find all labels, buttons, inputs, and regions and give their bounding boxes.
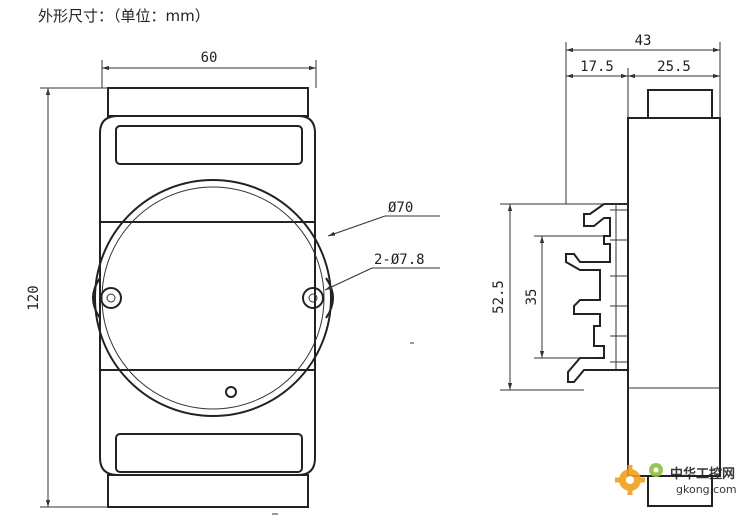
front-dimensions: 60 120 Ø70 2-Ø7.8 [26, 50, 440, 515]
gkong-watermark: 中华工控网 gkong.com [615, 463, 737, 496]
left-mounting-hole [100, 287, 122, 309]
height-dimension-label: 120 [26, 285, 42, 310]
width-dimension-label: 60 [201, 50, 218, 66]
inner-height-label: 35 [524, 289, 540, 306]
outer-height-label: 52.5 [491, 280, 507, 314]
right-mounting-hole [302, 287, 324, 309]
lower-label-window [115, 433, 303, 473]
drawing-heading: 外形尺寸：（单位：mm） [38, 7, 210, 25]
din-rail-clip [565, 203, 628, 383]
top-terminal-cap [107, 87, 309, 117]
side-top-cap [647, 89, 713, 119]
front-body-lower-outline [99, 369, 316, 476]
upper-label-window [115, 125, 303, 165]
round-flange-outer [94, 179, 332, 417]
watermark-site: gkong.com [676, 483, 737, 496]
front-view [92, 87, 334, 508]
right-width-label: 25.5 [657, 59, 691, 75]
diameter-dimension-label: Ø70 [388, 200, 413, 216]
watermark-brand: 中华工控网 [670, 466, 735, 482]
front-body-outline [99, 115, 316, 223]
indicator-led [225, 386, 237, 398]
total-width-label: 43 [635, 33, 652, 49]
right-mounting-ear [325, 277, 334, 319]
side-view [565, 89, 721, 507]
round-flange-inner [101, 186, 325, 410]
bottom-terminal-cap [107, 474, 309, 508]
left-mounting-ear [92, 277, 101, 319]
side-bottom-cap [647, 475, 713, 507]
side-dimensions: 43 17.5 25.5 52.5 35 [491, 33, 721, 391]
gear-icon [615, 465, 645, 495]
hole-dimension-label: 2-Ø7.8 [374, 252, 425, 268]
side-main-body [627, 117, 721, 477]
left-width-label: 17.5 [580, 59, 614, 75]
gear-icon [649, 463, 663, 477]
